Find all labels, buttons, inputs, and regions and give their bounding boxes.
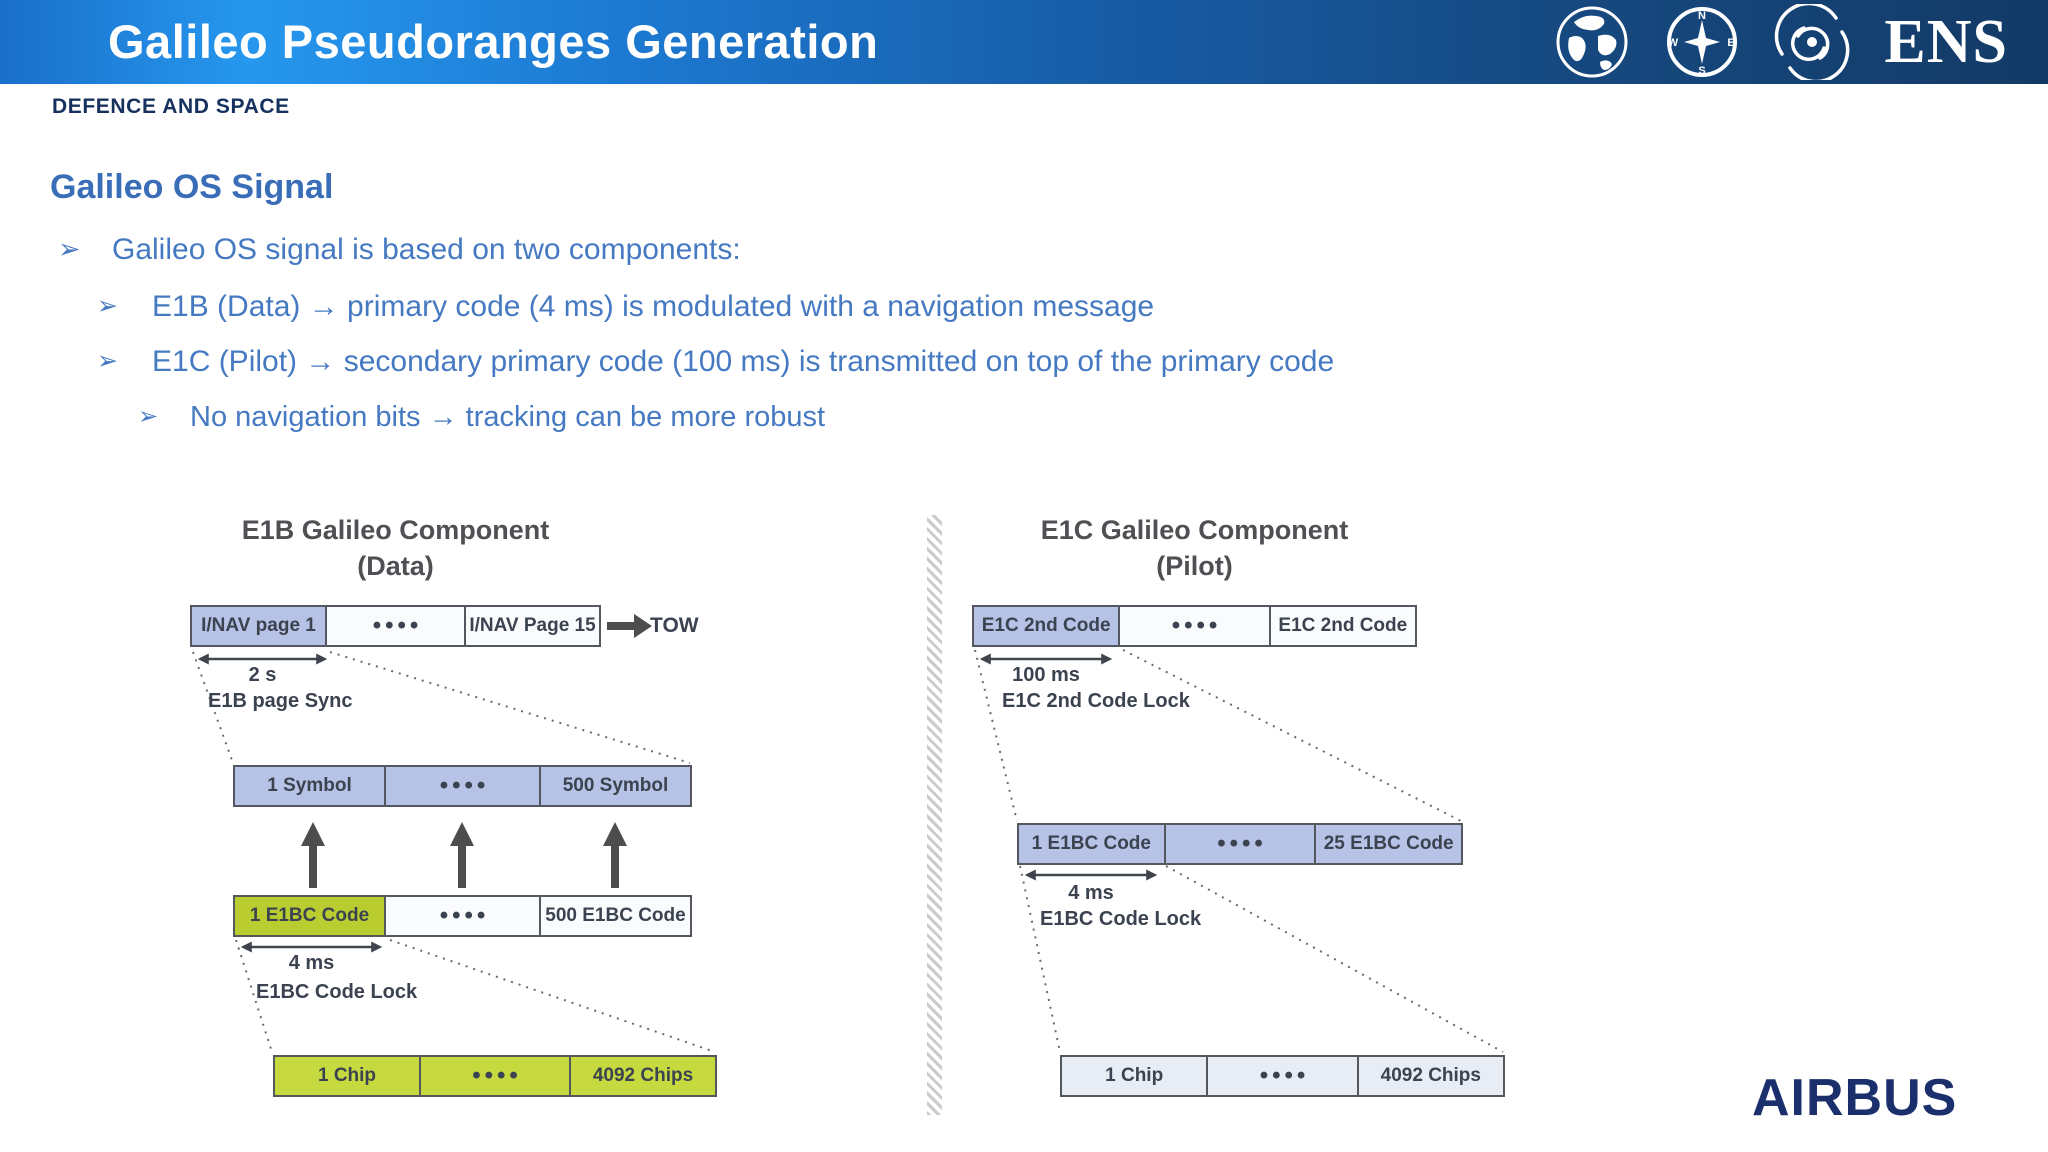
e1c-code-row: 1 E1BC Code •••• 25 E1BC Code [1017,823,1463,865]
e1b-code-duration-label: 4 ms [288,952,335,974]
bullet-text: No navigation bits → tracking can be mor… [190,401,826,433]
ellipsis-cell: •••• [1118,607,1269,645]
diagram-cell: 500 E1BC Code [539,897,690,935]
bullet-text: E1C (Pilot) → secondary primary code (10… [152,345,1335,378]
e1b-subtitle-line: (Data) [357,551,434,581]
e1b-symbol-row: 1 Symbol •••• 500 Symbol [233,765,692,807]
airbus-logo: AIRBUS [1752,1069,1958,1127]
ellipsis-cell: •••• [325,607,464,645]
ellipsis-cell: •••• [1163,825,1315,863]
defence-and-space-label: DEFENCE AND SPACE [52,95,290,118]
e1c-code-duration-label: 4 ms [1068,882,1114,904]
e1b-diagram-title: E1B Galileo Component (Data) [190,512,601,584]
slide-title: Galileo Pseudoranges Generation [108,15,879,68]
globe-icon [1556,6,1628,78]
diagram-cell: 500 Symbol [539,767,690,805]
e1b-code-lock-caption: E1BC Code Lock [256,981,418,1003]
svg-text:S: S [1699,65,1706,77]
ellipsis-cell: •••• [419,1057,569,1095]
bullet-item: ➢ E1C (Pilot) → secondary primary code (… [97,345,1335,379]
svg-text:N: N [1698,10,1706,22]
e1b-title-line: E1B Galileo Component [241,515,550,545]
ellipsis-cell: •••• [1206,1057,1357,1095]
tow-label: TOW [650,614,699,637]
svg-text:W: W [1668,37,1679,49]
diagram-cell: 1 Chip [275,1057,419,1095]
diagram-cell: I/NAV page 1 [192,607,325,645]
diagram-cell: 1 Symbol [235,767,384,805]
e1c-chip-row: 1 Chip •••• 4092 Chips [1060,1055,1505,1097]
diagram-cell: 4092 Chips [569,1057,715,1095]
ellipsis-cell: •••• [384,897,539,935]
galaxy-icon [1775,4,1850,80]
bullet-item: ➢ E1B (Data) → primary code (4 ms) is mo… [97,290,1155,324]
e1c-title-line: E1C Galileo Component [1040,515,1349,545]
e1b-chip-row: 1 Chip •••• 4092 Chips [273,1055,717,1097]
ellipsis-cell: •••• [384,767,539,805]
e1b-page-sync-caption: E1B page Sync [208,690,353,712]
bullet-item: ➢ Galileo OS signal is based on two comp… [58,233,741,267]
diagram-cell: 25 E1BC Code [1314,825,1462,863]
section-heading: Galileo OS Signal [50,168,334,206]
compass-icon: N S W E [1667,7,1738,77]
bullet-text: E1B (Data) → primary code (4 ms) is modu… [152,290,1155,323]
diagram-cell: E1C 2nd Code [1268,607,1415,645]
e1c-code-lock-caption: E1BC Code Lock [1040,908,1202,930]
e1b-inav-row: I/NAV page 1 •••• I/NAV Page 15 [190,605,601,647]
header-logos: N S W E ENS [1554,4,2008,80]
diagram-cell: I/NAV Page 15 [464,607,599,645]
diagram-cell: 1 E1BC Code [1019,825,1164,863]
bullet-item: ➢ No navigation bits → tracking can be m… [138,401,826,434]
e1c-secondary-duration-label: 100 ms [1012,664,1080,686]
e1c-secondary-lock-caption: E1C 2nd Code Lock [1002,690,1190,712]
svg-text:E: E [1728,37,1735,49]
e1c-diagram-title: E1C Galileo Component (Pilot) [972,512,1417,584]
diagram-cell: E1C 2nd Code [974,607,1119,645]
bullet-arrow-icon: ➢ [97,292,118,320]
e1b-page-duration-label: 2 s [248,664,277,686]
e1c-secondary-code-row: E1C 2nd Code •••• E1C 2nd Code [972,605,1417,647]
bullet-arrow-icon: ➢ [97,347,118,375]
diagram-cell: 1 E1BC Code [235,897,384,935]
diagram-cell: 4092 Chips [1356,1057,1503,1095]
bullet-arrow-icon: ➢ [138,403,159,430]
bullet-arrow-icon: ➢ [58,234,81,264]
e1b-code-row: 1 E1BC Code •••• 500 E1BC Code [233,895,692,937]
e1c-subtitle-line: (Pilot) [1156,551,1233,581]
diagram-divider [927,515,942,1115]
header-bar: Galileo Pseudoranges Generation N S W E [0,0,2048,84]
ens-logo: ENS [1884,8,2008,76]
diagram-cell: 1 Chip [1062,1057,1207,1095]
bullet-text: Galileo OS signal is based on two compon… [112,233,741,266]
